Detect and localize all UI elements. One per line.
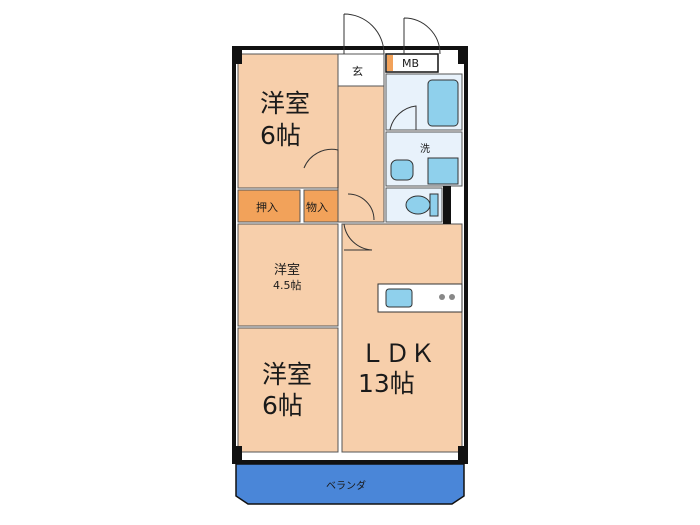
room-western-mid-size: 4.5帖 [273,279,302,292]
toilet-icon [405,195,431,215]
meter-box-label: MB [402,57,419,70]
room-ldk-name: ＬＤＫ [360,339,435,368]
ldk-door [343,223,373,251]
room-western-bottom-size: 6帖 [262,391,303,420]
meter-box-marker [387,55,393,71]
room-western-bottom [237,327,339,453]
room-western-mid [237,223,339,327]
balcony-label: ベランダ [326,479,366,492]
stove-burner-icon [439,294,445,300]
room-western-top [237,53,339,189]
room-western-top-size: 6帖 [260,121,301,150]
entrance-door [343,13,385,55]
balcony [235,463,465,505]
washing-machine-icon [427,157,459,185]
meter-box [385,53,439,73]
room-western-top-name: 洋室 [260,89,310,118]
washroom-label: 洗 [420,143,430,155]
mb-door [403,17,441,55]
closet [237,189,301,223]
wall-post [234,48,242,64]
room-western-mid-name: 洋室 [274,262,300,278]
toilet-door [347,193,375,221]
bathtub-icon [427,79,459,127]
wall-post [234,446,242,462]
entrance-label: 玄 [352,64,363,78]
bath-door [389,105,417,131]
room-western-bottom-name: 洋室 [262,360,312,389]
hallway [337,85,385,223]
wall-post [458,48,466,64]
room-ldk [341,223,463,453]
sink-icon [385,288,413,308]
stove-burner-icon [449,294,455,300]
washbasin-icon [390,159,414,181]
toilet-tank-icon [429,193,439,217]
wall-post [458,446,466,462]
room-door [303,148,339,188]
storage [303,189,339,223]
wall-post [443,186,451,224]
entrance [337,53,385,87]
room-ldk-size: 13帖 [358,369,415,398]
closet-label: 押入 [256,200,278,214]
storage-label: 物入 [306,200,328,214]
